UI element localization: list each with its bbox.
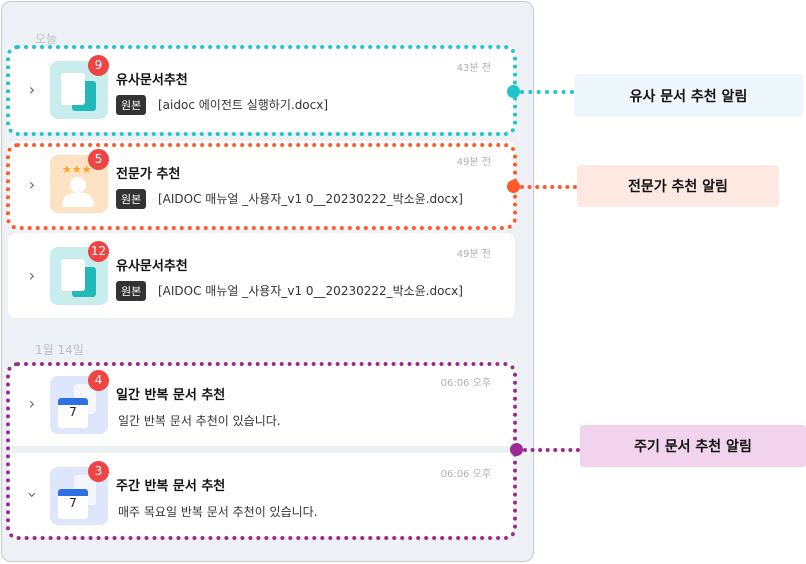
- count-badge: 3: [88, 461, 109, 482]
- similar-doc-icon: [50, 61, 108, 119]
- notification-item[interactable]: › ★★★ 5 전문가 추천 49분 전 원본 [AIDOC 매뉴얼 _사용자_…: [8, 141, 515, 229]
- timestamp: 49분 전: [456, 157, 491, 168]
- callout-similar: 유사 문서 추천 알림: [574, 74, 803, 117]
- connector-line: [520, 90, 574, 94]
- timestamp: 43분 전: [456, 63, 491, 74]
- calendar-icon: 7: [50, 376, 108, 434]
- date-header-today: 오늘: [35, 32, 58, 46]
- similar-doc-icon: [50, 247, 108, 305]
- notification-title: 전문가 추천: [116, 167, 181, 182]
- chevron-right-icon[interactable]: ›: [28, 80, 36, 99]
- count-badge: 12: [88, 241, 109, 262]
- original-tag: 원본: [116, 95, 147, 115]
- file-link[interactable]: [aidoc 에이전트 실행하기.docx]: [158, 98, 329, 112]
- connector-line: [520, 185, 577, 189]
- notification-title: 일간 반복 문서 추천: [116, 388, 226, 403]
- timestamp: 06:06 오후: [440, 378, 491, 389]
- connector-dot: [507, 85, 520, 98]
- notification-item[interactable]: › 9 유사문서추천 43분 전 원본 [aidoc 에이전트 실행하기.doc…: [8, 47, 515, 133]
- connector-line: [523, 448, 580, 452]
- connector-dot: [510, 443, 523, 456]
- date-header-jan14: 1월 14일: [35, 343, 84, 357]
- timestamp: 06:06 오후: [440, 469, 491, 480]
- timestamp: 49분 전: [456, 249, 491, 260]
- connector-dot: [507, 180, 520, 193]
- count-badge: 9: [88, 55, 109, 76]
- highlight-similar: [6, 45, 517, 136]
- count-badge: 4: [88, 370, 109, 391]
- highlight-periodic: [6, 362, 517, 540]
- original-tag: 원본: [116, 189, 147, 209]
- count-badge: 5: [88, 149, 109, 170]
- notification-title: 주간 반복 문서 추천: [116, 479, 226, 494]
- notification-item[interactable]: › 7 4 일간 반복 문서 추천 06:06 오후 일간 반복 문서 추천이 …: [8, 362, 515, 446]
- notification-description: 매주 목요일 반복 문서 추천이 있습니다.: [118, 505, 318, 519]
- notification-title: 유사문서추천: [116, 73, 188, 88]
- highlight-expert: [6, 143, 517, 230]
- chevron-right-icon[interactable]: ›: [28, 394, 36, 413]
- notification-title: 유사문서추천: [116, 259, 188, 274]
- original-tag: 원본: [116, 281, 147, 301]
- notification-item[interactable]: › 7 3 주간 반복 문서 추천 06:06 오후 매주 목요일 반복 문서 …: [8, 453, 515, 537]
- callout-periodic: 주기 문서 추천 알림: [580, 425, 806, 467]
- notification-description: 일간 반복 문서 추천이 있습니다.: [118, 414, 281, 428]
- file-link[interactable]: [AIDOC 매뉴얼 _사용자_v1 0__20230222_박소윤.docx]: [158, 284, 463, 298]
- chevron-right-icon[interactable]: ›: [28, 175, 36, 194]
- callout-expert: 전문가 추천 알림: [577, 165, 779, 207]
- file-link[interactable]: [AIDOC 매뉴얼 _사용자_v1 0__20230222_박소윤.docx]: [158, 192, 463, 206]
- notification-item[interactable]: › 12 유사문서추천 49분 전 원본 [AIDOC 매뉴얼 _사용자_v1 …: [8, 233, 515, 318]
- chevron-right-icon[interactable]: ›: [28, 265, 36, 285]
